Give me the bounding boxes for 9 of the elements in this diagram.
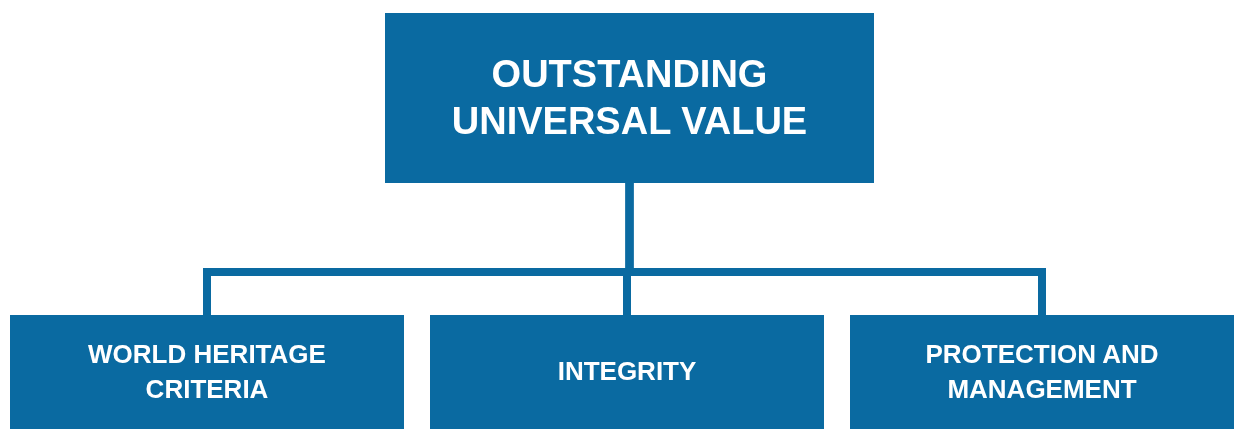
box-label: OUTSTANDING UNIVERSAL VALUE [450, 51, 809, 144]
box [385, 13, 874, 183]
box [10, 315, 404, 429]
box [850, 315, 1234, 429]
box-label: WORLD HERITAGE CRITERIA [87, 337, 327, 406]
box-label: INTEGRITY [557, 355, 697, 389]
box [430, 315, 824, 429]
box-label: PROTECTION AND MANAGEMENT [924, 337, 1160, 406]
connector-line [625, 183, 1046, 315]
